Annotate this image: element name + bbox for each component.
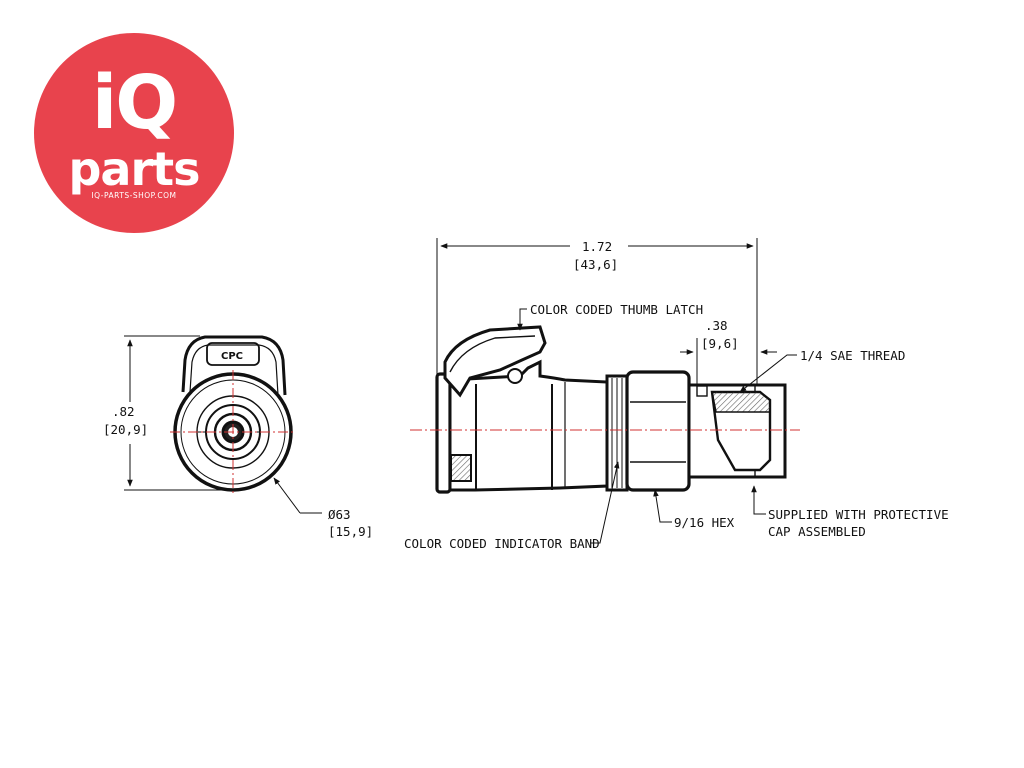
height-value-mm: [20,9]	[103, 422, 148, 437]
callout-indicator-band: COLOR CODED INDICATOR BAND	[404, 536, 600, 551]
overall-length-value: 1.72	[582, 239, 612, 254]
front-flange	[435, 372, 452, 494]
cpc-badge	[206, 342, 260, 366]
height-value: .82	[112, 404, 135, 419]
diameter-value: Ø63	[328, 507, 351, 522]
cpc-logo-text: CPC	[221, 351, 243, 362]
iq-parts-logo: iQ parts IQ-PARTS-SHOP.COM	[34, 33, 234, 233]
thumb-latch	[443, 325, 547, 398]
side-window	[450, 454, 472, 482]
callout-cap-line1: SUPPLIED WITH PROTECTIVE	[768, 507, 949, 522]
callout-thumb-latch: COLOR CODED THUMB LATCH	[530, 302, 703, 317]
diameter-leader	[273, 477, 322, 514]
thread-length-value-mm: [9,6]	[701, 336, 739, 351]
overall-length-value-mm: [43,6]	[573, 257, 618, 272]
callout-cap-line2: CAP ASSEMBLED	[768, 524, 866, 539]
callout-hex: 9/16 HEX	[674, 515, 735, 530]
logo-parts-text: parts	[68, 142, 200, 196]
diameter-value-mm: [15,9]	[328, 524, 373, 539]
thread-length-value: .38	[705, 318, 728, 333]
end-view-centerlines	[170, 370, 296, 495]
hex-nut	[625, 370, 691, 492]
thread-length-dimension	[680, 338, 777, 392]
side-view-body	[435, 325, 787, 494]
callout-sae-thread: 1/4 SAE THREAD	[800, 348, 905, 363]
logo-iq-text: iQ	[91, 60, 178, 146]
overall-length-dimension	[436, 238, 758, 390]
thread-hatch	[711, 391, 771, 413]
latch-housing	[448, 359, 609, 492]
end-view-latch	[181, 335, 287, 396]
callout-leaders	[517, 308, 797, 544]
logo-url-text: IQ-PARTS-SHOP.COM	[91, 191, 177, 200]
height-dimension	[124, 335, 230, 491]
